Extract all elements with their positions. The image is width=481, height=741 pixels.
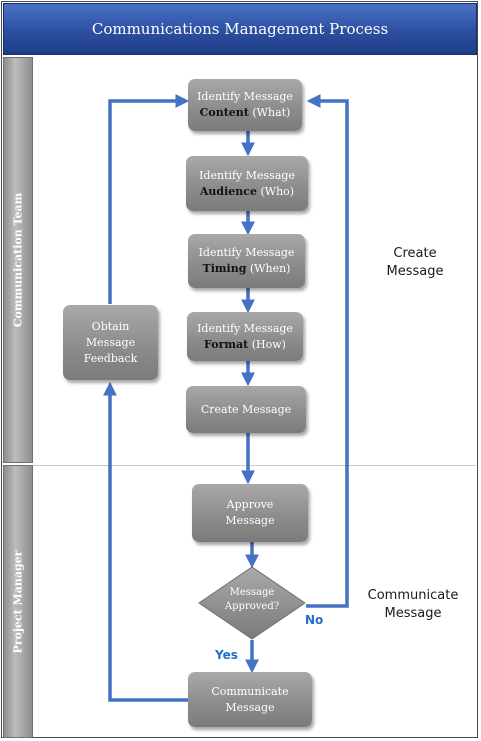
step-communicate-message-line1: Communicate: [211, 684, 289, 698]
lane-project-manager: Project Manager: [3, 465, 33, 738]
step-identify-content-line1: Identify Message: [197, 90, 293, 103]
branch-label-no: No: [305, 613, 324, 627]
step-identify-content-qualifier: (What): [248, 106, 291, 119]
phase-label-create-line1: Create: [393, 246, 437, 261]
step-identify-format-qualifier: (How): [248, 337, 286, 351]
step-identify-content-keyword: Content: [199, 106, 249, 119]
step-identify-timing-qualifier: (When): [246, 262, 291, 275]
step-identify-timing-line1: Identify Message: [198, 246, 295, 259]
step-identify-content: Identify Message Content (What): [188, 79, 302, 131]
step-obtain-feedback-line2: Message: [85, 335, 136, 349]
step-approve-message-line1: Approve: [226, 498, 274, 511]
step-approve-message-line2: Message: [225, 514, 275, 527]
arrow-communicate-to-feedback: [103, 381, 188, 702]
step-obtain-feedback-line3: Feedback: [83, 351, 138, 365]
step-approve-message: Approve Message: [192, 484, 308, 542]
phase-label-communicate-line2: Message: [384, 606, 442, 621]
step-identify-audience-qualifier: (Who): [257, 184, 295, 198]
title-bar: Communications Management Process: [3, 3, 477, 55]
phase-label-communicate: Communicate Message: [363, 587, 463, 623]
step-identify-format-keyword: Format: [204, 337, 249, 351]
decision-label: Message Approved?: [198, 586, 306, 614]
step-obtain-feedback: Obtain Message Feedback: [63, 305, 158, 380]
phase-label-create-line2: Message: [386, 264, 444, 279]
step-create-message: Create Message: [186, 386, 306, 433]
step-identify-format-line1: Identify Message: [197, 321, 293, 335]
step-identify-timing: Identify Message Timing (When): [188, 234, 305, 288]
decision-diamond: [198, 566, 306, 640]
lane-communication-team: Communication Team: [3, 57, 33, 463]
step-identify-format: Identify Message Format (How): [187, 312, 303, 361]
phase-label-create: Create Message: [380, 245, 450, 281]
lane-divider: [33, 465, 476, 466]
step-communicate-message: Communicate Message: [188, 672, 312, 727]
step-identify-audience: Identify Message Audience (Who): [186, 156, 308, 211]
phase-label-communicate-line1: Communicate: [367, 588, 459, 603]
arrow-no-loop: [306, 94, 349, 608]
step-create-message-label: Create Message: [200, 402, 292, 416]
step-identify-audience-keyword: Audience: [199, 184, 257, 198]
step-obtain-feedback-line1: Obtain: [91, 319, 130, 333]
arrow-feedback-to-content: [108, 94, 190, 304]
step-identify-audience-line1: Identify Message: [199, 168, 295, 182]
step-identify-timing-keyword: Timing: [202, 262, 247, 275]
decision-label-line2: Approved?: [224, 601, 280, 612]
branch-label-yes: Yes: [215, 648, 238, 662]
diagram-title: Communications Management Process: [91, 20, 389, 38]
step-communicate-message-line2: Message: [225, 700, 275, 714]
decision-label-line1: Message: [229, 587, 275, 598]
